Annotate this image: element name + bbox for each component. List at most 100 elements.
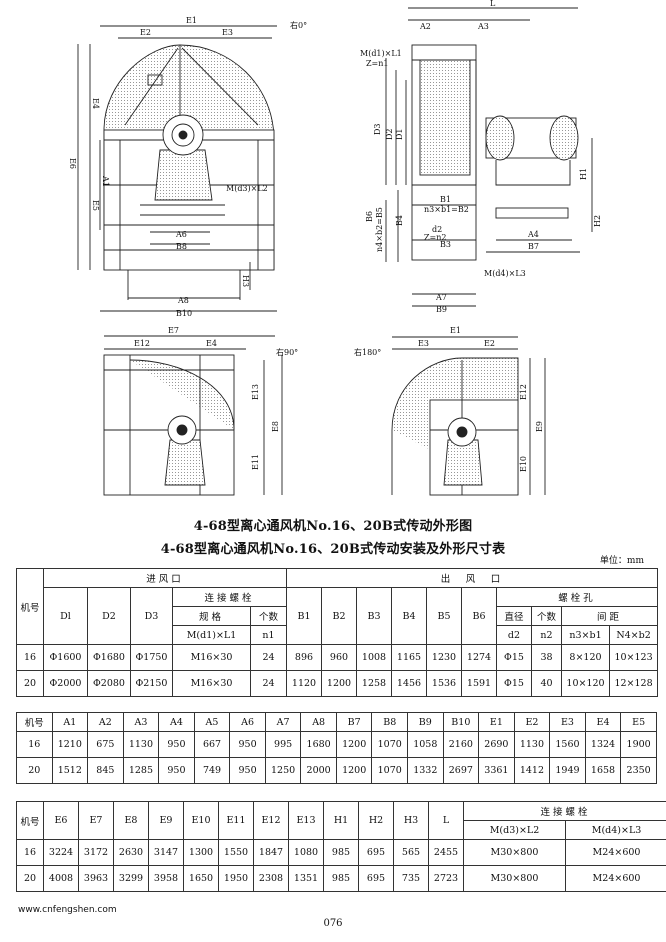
- drawing-canvas: E1 E2 E3 右0° E4 E6 E5 A1 M(d3)×L2 A6 B8 …: [68, 0, 602, 496]
- cell: 1070: [371, 731, 409, 758]
- cell: 735: [393, 865, 429, 892]
- header-cell: A3: [122, 712, 160, 732]
- cell: 16: [16, 644, 44, 671]
- cell: 1058: [407, 731, 444, 758]
- cell: 565: [393, 839, 429, 866]
- label-E5: E5: [91, 200, 100, 211]
- cell: 1250: [264, 757, 302, 784]
- label-E4-b: E4: [206, 339, 217, 348]
- cell: 1536: [426, 670, 462, 697]
- label-right-180: 右180°: [354, 347, 381, 357]
- label-E7: E7: [168, 326, 179, 335]
- label-A8: A8: [177, 296, 189, 305]
- cell: 960: [321, 644, 357, 671]
- label-B8: B8: [176, 242, 187, 251]
- cell: 1200: [335, 757, 373, 784]
- cell: Φ15: [496, 644, 532, 671]
- cell: 24: [250, 670, 287, 697]
- cell: 40: [531, 670, 562, 697]
- label-d2: d2: [432, 225, 442, 234]
- header-cell: B7: [335, 712, 373, 732]
- label-A7: A7: [435, 293, 447, 302]
- cell: M30×800: [463, 839, 566, 866]
- label-Md1L1: M(d1)×L1: [360, 49, 402, 58]
- cell: 20: [16, 670, 44, 697]
- label-A4: A4: [527, 230, 539, 239]
- header-cell: B9: [407, 712, 444, 732]
- label-A3: A3: [477, 22, 489, 31]
- label-E1-b: E1: [450, 326, 461, 335]
- label-B9: B9: [436, 305, 447, 314]
- cell: 2630: [113, 839, 149, 866]
- cell: 845: [87, 757, 124, 784]
- cell: 8×120: [561, 644, 610, 671]
- header-cell: E4: [584, 712, 622, 732]
- table-row: 20 1512 845 1285 950 749 950 1250 2000 1…: [16, 757, 657, 784]
- cell: 1324: [584, 731, 622, 758]
- table-row: 16 3224 3172 2630 3147 1300 1550 1847 10…: [16, 839, 666, 866]
- cell: 1591: [461, 670, 497, 697]
- cell: Φ1680: [87, 644, 131, 671]
- header-cell: E1: [478, 712, 515, 732]
- label-L: L: [490, 0, 496, 8]
- label-B3: B3: [440, 240, 451, 249]
- cell: 985: [323, 865, 359, 892]
- label-D1: D1: [395, 128, 404, 140]
- header-inlet: 进风口: [43, 568, 287, 588]
- header-n4b2: N4×b2: [608, 625, 659, 645]
- cell: 2723: [428, 865, 464, 892]
- header-b2: B2: [321, 587, 357, 645]
- spec-table-e-h-l: 机号 E6 E7 E8 E9 E10 E11 E12 E13 H1 H2 H3 …: [16, 801, 666, 892]
- cell: 2690: [478, 731, 515, 758]
- header-b1: B1: [286, 587, 322, 645]
- cell: 985: [323, 839, 359, 866]
- header-cell: E7: [78, 801, 114, 840]
- cell: M24×600: [564, 839, 666, 866]
- label-E12-b: E12: [519, 384, 528, 400]
- cell: 1200: [321, 670, 357, 697]
- cell: 1949: [549, 757, 586, 784]
- cell: Φ1600: [43, 644, 88, 671]
- cell: M16×30: [172, 644, 251, 671]
- cell: 1070: [371, 757, 409, 784]
- header-cell: H2: [358, 801, 394, 840]
- cell: 4008: [43, 865, 79, 892]
- cell: 2697: [442, 757, 480, 784]
- cell: 950: [158, 757, 195, 784]
- cell: 1120: [286, 670, 322, 697]
- label-B7: B7: [528, 242, 539, 251]
- label-E3-b: E3: [418, 339, 429, 348]
- cell: 896: [286, 644, 322, 671]
- cell: 2000: [300, 757, 337, 784]
- cell: Φ2150: [130, 670, 173, 697]
- cell: 1650: [183, 865, 219, 892]
- header-cell: H1: [323, 801, 359, 840]
- label-E2-b: E2: [484, 339, 495, 348]
- label-E12: E12: [134, 339, 150, 348]
- cell: 695: [358, 839, 394, 866]
- label-E2: E2: [140, 28, 151, 37]
- label-Md3L2: M(d3)×L2: [226, 184, 268, 193]
- label-E13: E13: [251, 384, 260, 400]
- label-E9: E9: [535, 421, 544, 432]
- header-cell: E11: [218, 801, 254, 840]
- cell: 2308: [253, 865, 289, 892]
- header-cell: E9: [148, 801, 184, 840]
- cell: 3224: [43, 839, 79, 866]
- cell: 950: [158, 731, 195, 758]
- label-B10: B10: [176, 309, 192, 318]
- cell: 1847: [253, 839, 289, 866]
- cell: 3172: [78, 839, 114, 866]
- header-b4: B4: [391, 587, 427, 645]
- cell: 1900: [620, 731, 657, 758]
- header-cell: B10: [442, 712, 480, 732]
- label-E8: E8: [271, 421, 280, 432]
- header-md3l2: M(d3)×L2: [463, 820, 566, 840]
- header-bolt-3: 连接螺栓: [462, 801, 666, 821]
- view-90: [103, 335, 283, 496]
- cell: Φ2080: [87, 670, 131, 697]
- cell: 675: [87, 731, 124, 758]
- cell: 1512: [51, 757, 89, 784]
- cell: M30×800: [463, 865, 566, 892]
- cell: 24: [250, 644, 287, 671]
